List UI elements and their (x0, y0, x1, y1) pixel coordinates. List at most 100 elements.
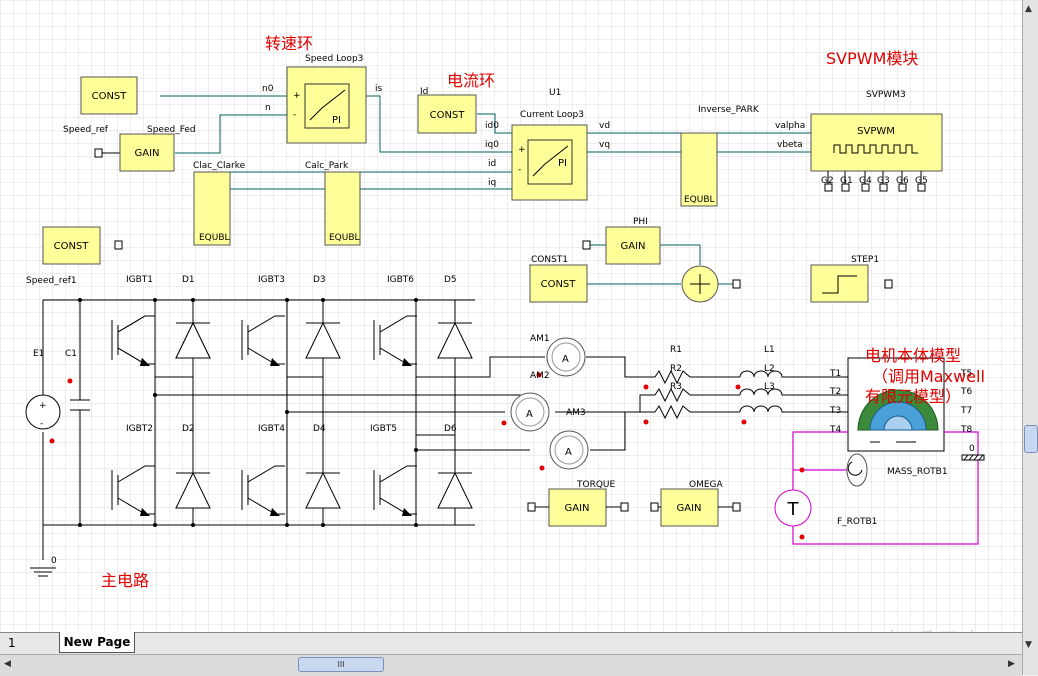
mass-rotb1[interactable] (846, 453, 868, 487)
svg-text:GAIN: GAIN (134, 148, 159, 159)
resistors[interactable] (654, 369, 691, 420)
page-tab-bar (0, 632, 1022, 655)
svg-text:T2: T2 (829, 387, 841, 397)
svg-text:G6: G6 (896, 176, 909, 186)
torque-source-f-rotb1[interactable]: T (774, 489, 812, 527)
svg-text:D2: D2 (182, 424, 195, 434)
calc-park-block[interactable]: EQUBL (324, 171, 361, 246)
gain-block-speed-fed[interactable]: GAIN (119, 133, 175, 172)
svg-text:IGBT3: IGBT3 (258, 275, 285, 285)
horizontal-scroll-thumb[interactable]: III (298, 657, 384, 672)
svg-text:G2: G2 (821, 176, 834, 186)
scroll-up-icon[interactable]: ▲ (1025, 4, 1032, 14)
control-wires (100, 95, 811, 285)
new-page-tab[interactable]: New Page (59, 632, 135, 653)
svg-text:T: T (787, 499, 800, 520)
svg-text:R3: R3 (670, 382, 682, 392)
svg-text:Inverse_PARK: Inverse_PARK (698, 105, 760, 115)
svg-text:GAIN: GAIN (676, 503, 701, 514)
sum-block[interactable] (681, 265, 719, 303)
svg-text:CONST: CONST (54, 241, 90, 252)
scroll-left-icon[interactable]: ◀ (4, 659, 11, 669)
svg-text:T6: T6 (960, 387, 972, 397)
svg-text:GAIN: GAIN (564, 503, 589, 514)
ammeter-am1[interactable]: A (546, 337, 586, 377)
horizontal-scrollbar[interactable] (0, 654, 1022, 676)
capacitor-c1[interactable] (70, 399, 90, 411)
scroll-down-icon[interactable]: ▼ (1025, 640, 1032, 650)
svg-text:有限元模型）: 有限元模型） (865, 387, 961, 406)
const-block-speed[interactable]: CONST (80, 76, 138, 115)
junction-dots (78, 298, 418, 527)
svg-text:STEP1: STEP1 (851, 255, 879, 265)
svg-text:is: is (375, 84, 383, 94)
scroll-right-icon[interactable]: ▶ (1008, 659, 1015, 669)
svg-text:转速环: 转速环 (265, 34, 313, 53)
svg-text:L1: L1 (764, 345, 775, 355)
dc-source-e1[interactable]: + - (25, 394, 61, 430)
svg-text:A: A (562, 354, 569, 365)
svg-text:R2: R2 (670, 364, 682, 374)
svg-text:AM2: AM2 (530, 371, 550, 381)
svg-text:T3: T3 (829, 406, 841, 416)
node-dots (49, 372, 805, 540)
svg-text:D6: D6 (444, 424, 457, 434)
svg-text:IGBT6: IGBT6 (387, 275, 414, 285)
svg-text:PHI: PHI (633, 217, 648, 227)
svg-text:vd: vd (599, 121, 610, 131)
svg-text:CONST: CONST (541, 279, 577, 290)
ammeter-am3[interactable]: A (549, 430, 589, 470)
svg-text:0: 0 (51, 556, 57, 566)
gain-block-omega[interactable]: GAIN (660, 488, 719, 527)
svg-text:EQUBL: EQUBL (199, 233, 230, 243)
gain-block-phi[interactable]: GAIN (605, 226, 661, 265)
gain-block-torque[interactable]: GAIN (548, 488, 607, 527)
svg-text:Calc_Park: Calc_Park (305, 161, 349, 171)
svg-text:T7: T7 (960, 406, 972, 416)
const-block-ref1[interactable]: CONST (42, 226, 101, 265)
speed-loop3-block[interactable]: PI + - (286, 66, 367, 144)
motor-model-block[interactable] (847, 357, 945, 452)
inductors[interactable] (739, 370, 785, 413)
svg-text:主电路: 主电路 (101, 571, 149, 590)
svg-text:C1: C1 (65, 349, 77, 359)
svg-text:CONST1: CONST1 (531, 255, 568, 265)
svg-text:SVPWM模块: SVPWM模块 (826, 49, 918, 68)
svg-text:-: - (293, 110, 296, 120)
svg-text:iq: iq (488, 178, 496, 188)
svg-text:A: A (526, 409, 533, 420)
vertical-scroll-thumb[interactable] (1024, 425, 1038, 453)
igbt-bridge[interactable] (111, 315, 473, 517)
ground-hatch (961, 454, 985, 461)
const-block-id[interactable]: CONST (417, 94, 477, 134)
svg-text:F_ROTB1: F_ROTB1 (837, 517, 877, 527)
svg-text:CONST: CONST (430, 110, 466, 121)
svg-text:+: + (39, 401, 47, 411)
step1-block[interactable] (810, 264, 869, 303)
svg-text:IGBT5: IGBT5 (370, 424, 397, 434)
svg-text:SVPWM: SVPWM (857, 126, 895, 137)
svpwm3-block[interactable]: SVPWM (810, 113, 943, 172)
clac-clarke-block[interactable]: EQUBL (193, 171, 231, 246)
svg-text:PI: PI (558, 158, 567, 169)
svg-text:PI: PI (332, 115, 341, 126)
svg-text:T4: T4 (829, 425, 841, 435)
svg-text:SVPWM3: SVPWM3 (866, 90, 906, 100)
svg-text:n0: n0 (262, 84, 274, 94)
svg-text:vbeta: vbeta (777, 140, 803, 150)
svg-text:IGBT2: IGBT2 (126, 424, 153, 434)
const1-block[interactable]: CONST (529, 264, 588, 303)
svg-text:Id: Id (420, 87, 428, 97)
svg-text:id: id (488, 159, 496, 169)
svg-text:+: + (518, 145, 526, 155)
svg-text:IGBT1: IGBT1 (126, 275, 153, 285)
svg-text:L2: L2 (764, 364, 775, 374)
ammeter-am2[interactable]: A (510, 392, 550, 432)
svg-text:AM3: AM3 (566, 408, 586, 418)
inverse-park-block[interactable]: EQUBL (680, 132, 718, 207)
svg-text:iq0: iq0 (485, 140, 499, 150)
current-loop3-block[interactable]: PI + - (511, 124, 588, 201)
svg-text:GAIN: GAIN (620, 241, 645, 252)
vertical-scrollbar[interactable] (1022, 0, 1038, 675)
